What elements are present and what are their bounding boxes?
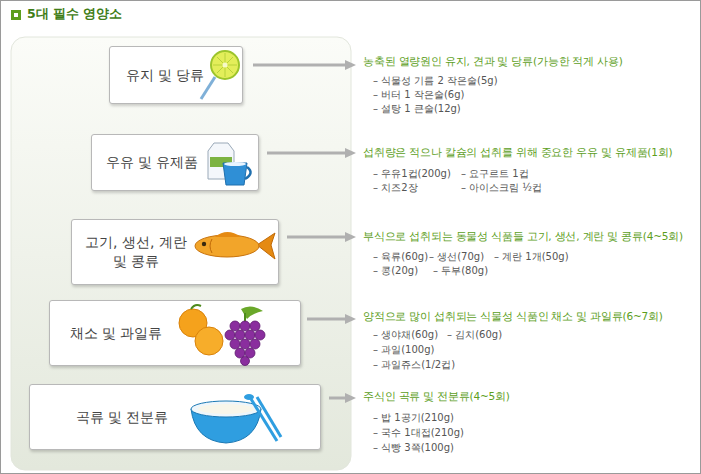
- food-group-name: 우유 및 유제품: [102, 135, 202, 190]
- group-description: 주식인 곡류 및 전분류(4~5회): [363, 390, 510, 404]
- food-group-box: 채소 및 과일류: [49, 300, 301, 366]
- arrow-head: [345, 314, 356, 324]
- serving-item: – 요구르트 1컵: [461, 167, 529, 181]
- group-description: 양적으로 많이 섭취되는 식물성 식품인 채소 및 과일류(6~7회): [363, 310, 663, 324]
- leader-line: [267, 152, 347, 155]
- arrow-head: [345, 148, 356, 158]
- serving-item: – 우유1컵(200g): [373, 167, 451, 181]
- leader-line: [307, 318, 347, 321]
- serving-item: – 김치(60g): [447, 328, 502, 342]
- serving-item: – 콩(20g): [373, 264, 418, 278]
- serving-item: – 버터 1 작은술(6g): [373, 88, 464, 102]
- leader-line: [253, 64, 347, 67]
- pyramid-panel: [11, 37, 351, 470]
- serving-item: – 식물성 기름 2 작은술(5g): [373, 74, 498, 88]
- serving-item: – 생선(70g): [429, 250, 484, 264]
- serving-item: – 치즈2장: [373, 181, 418, 195]
- food-group-box: 유지 및 당류: [109, 46, 243, 104]
- serving-item: – 아이스크림 ½컵: [461, 181, 542, 195]
- title-marker: [11, 10, 21, 20]
- food-group-box: 고기, 생선, 계란 및 콩류: [71, 219, 279, 285]
- serving-item: – 식빵 3쪽(100g): [373, 441, 454, 455]
- diagram-title: 5대 필수 영양소: [27, 6, 122, 23]
- arrow-head: [345, 232, 356, 242]
- title-marker-dot: [14, 13, 18, 17]
- serving-item: – 설탕 1 큰술(12g): [373, 102, 461, 116]
- arrow-head: [345, 60, 356, 70]
- serving-item: – 육류(60g): [373, 250, 428, 264]
- serving-item: – 계란 1개(50g): [494, 250, 569, 264]
- serving-item: – 두부(80g): [433, 264, 488, 278]
- leader-line: [287, 236, 347, 239]
- food-group-name: 고기, 생선, 계란 및 콩류: [80, 220, 192, 284]
- serving-item: – 과일(100g): [373, 343, 434, 357]
- group-description: 농축된 열량원인 유지, 견과 및 당류(가능한 적게 사용): [363, 55, 623, 69]
- food-group-box: 우유 및 유제품: [91, 134, 259, 191]
- food-group-box: 곡류 및 전분류: [29, 384, 321, 450]
- serving-item: – 생야채(60g): [373, 328, 438, 342]
- group-description: 부식으로 섭취되는 동물성 식품들 고기, 생선, 계란 및 콩류(4~5회): [363, 230, 683, 244]
- food-group-name: 곡류 및 전분류: [52, 385, 192, 449]
- serving-item: – 밥 1공기(210g): [373, 411, 454, 425]
- serving-item: – 국수 1대접(210g): [373, 426, 464, 440]
- group-description: 섭취량은 적으나 칼슘의 섭취를 위해 중요한 우유 및 유제품(1회): [363, 146, 672, 160]
- leader-line: [329, 397, 347, 400]
- serving-item: – 과일쥬스(1/2컵): [373, 358, 455, 372]
- food-group-name: 유지 및 당류: [120, 47, 210, 103]
- arrow-head: [345, 393, 356, 403]
- food-group-name: 채소 및 과일류: [60, 301, 172, 365]
